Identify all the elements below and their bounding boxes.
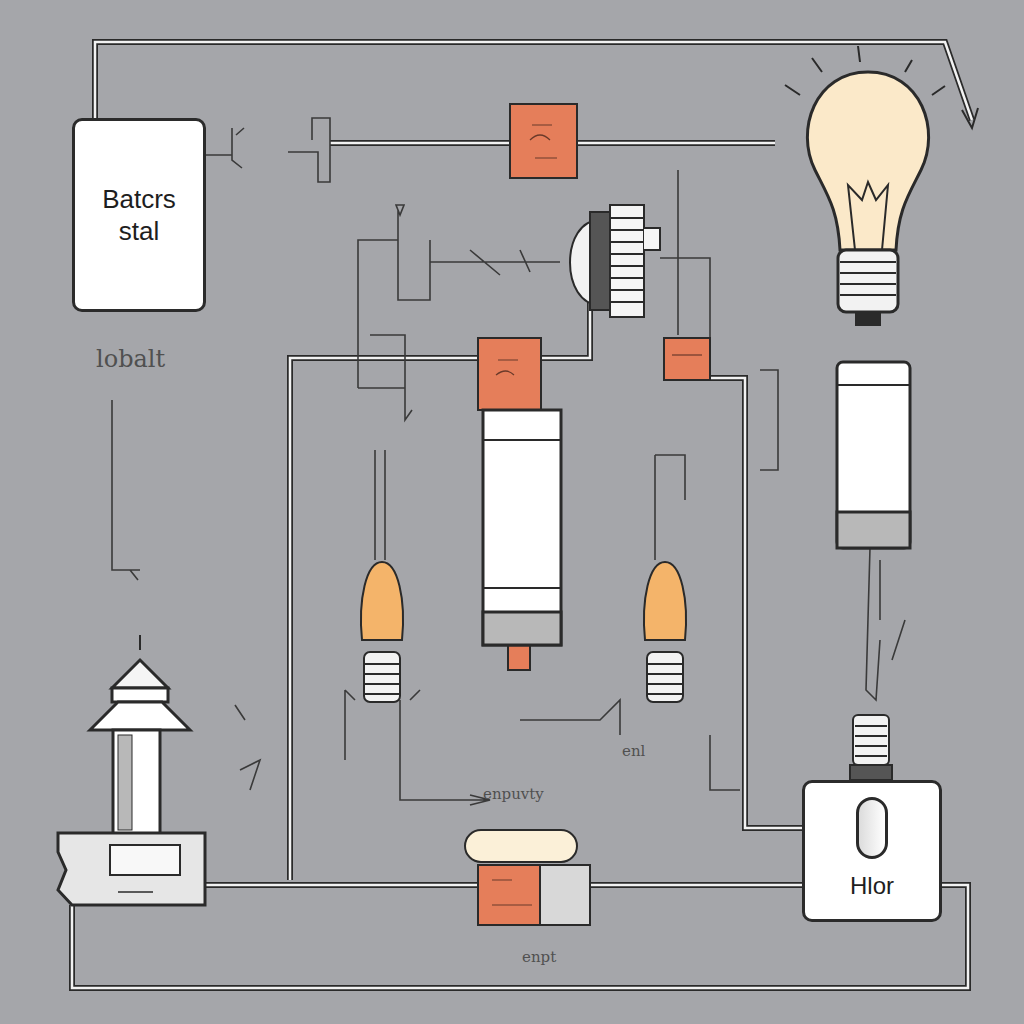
coil — [570, 205, 660, 317]
orange-components — [465, 104, 710, 925]
component-box: Hlor — [802, 780, 942, 922]
wires — [72, 42, 978, 988]
capacitor — [483, 410, 561, 645]
note-label: enl — [622, 742, 645, 760]
box-label: Hlor — [850, 871, 894, 901]
screw-base — [850, 715, 892, 780]
switch-pill — [856, 797, 888, 859]
component-box: Batcrs stal — [72, 118, 206, 312]
lamp-device — [58, 635, 205, 905]
note-label: enpt — [522, 948, 556, 966]
fuse — [837, 362, 910, 548]
note-label: lobalt — [96, 345, 165, 373]
note-label: enpuvty — [483, 785, 544, 803]
light-bulb — [785, 46, 945, 326]
small-bulbs — [361, 562, 686, 702]
box-label: Batcrs stal — [84, 183, 194, 248]
sketch-lines — [112, 118, 905, 805]
